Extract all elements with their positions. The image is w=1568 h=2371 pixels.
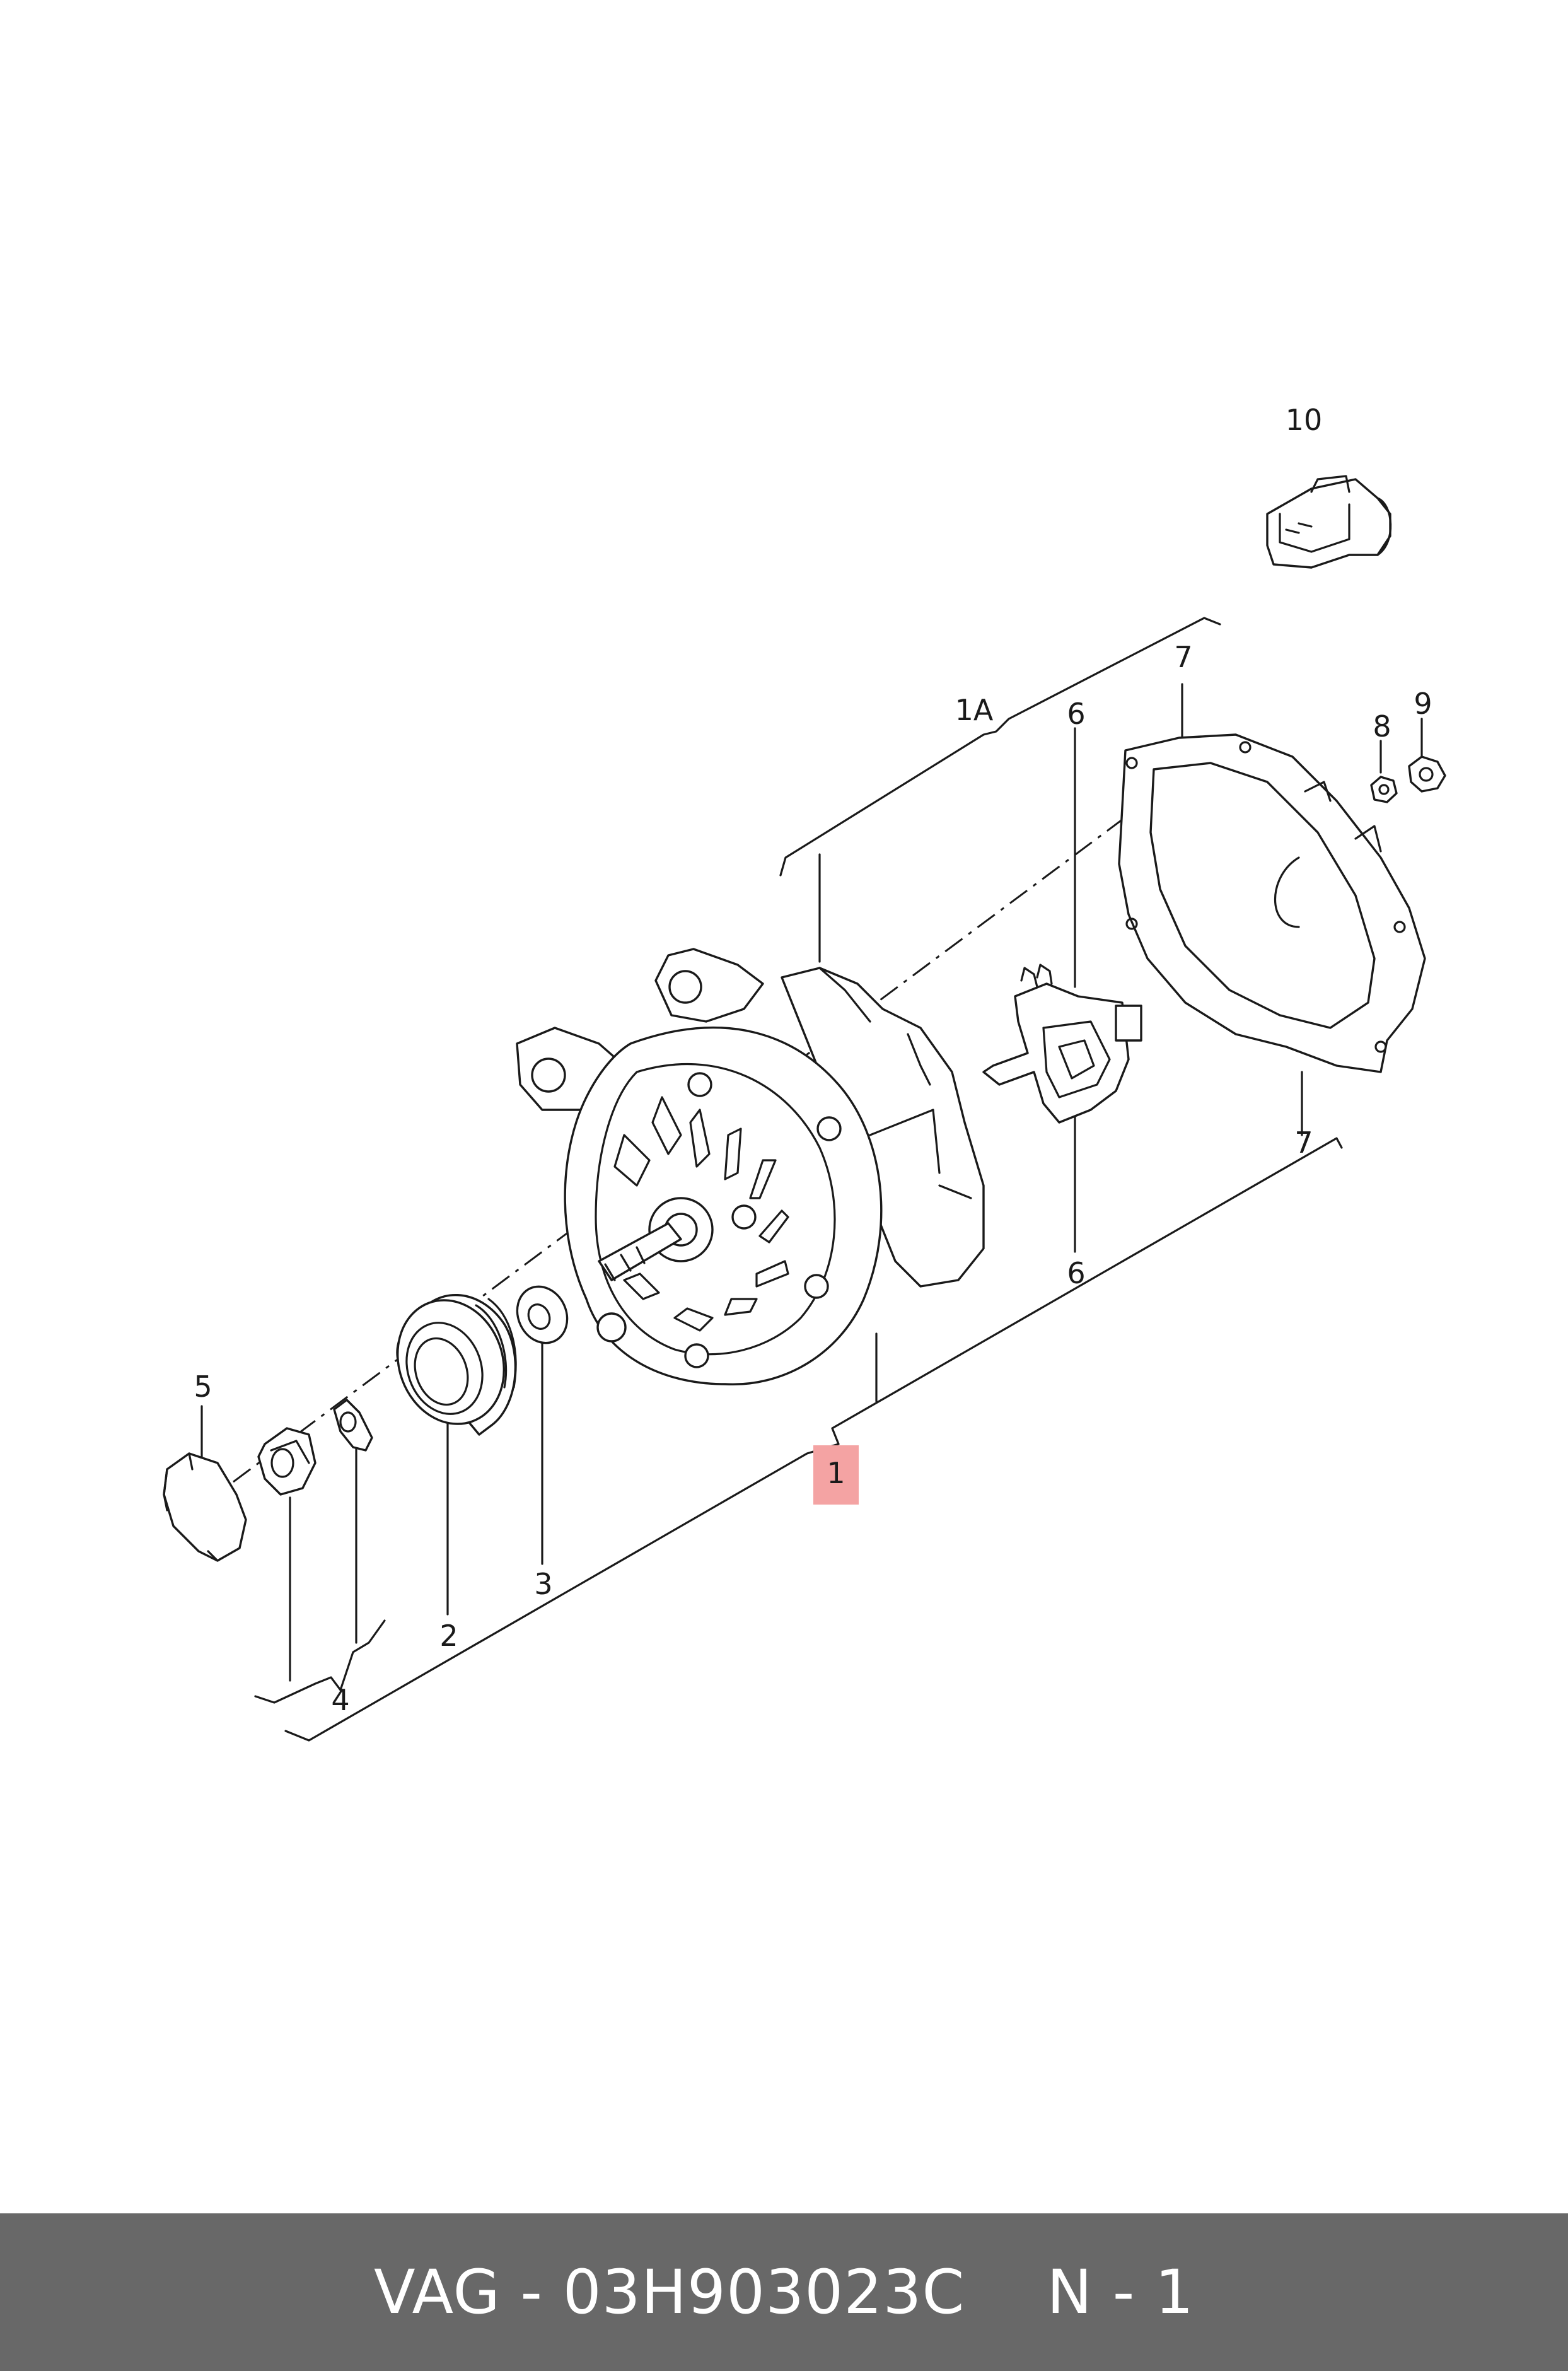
plug-connector-part xyxy=(1266,475,1392,569)
callout-7-bottom: 7 xyxy=(1294,1126,1313,1160)
callout-10: 10 xyxy=(1286,403,1323,437)
alternator-exploded-diagram: 1 1A 2 3 4 5 6 6 7 7 8 9 10 xyxy=(163,403,1446,1742)
callout-labels: 1 1A 2 3 4 5 6 6 7 7 8 9 10 xyxy=(194,403,1432,1717)
leader-lines xyxy=(200,617,1423,1742)
callout-1: 1 xyxy=(827,1456,845,1490)
callout-3: 3 xyxy=(534,1567,552,1601)
callout-1a: 1A xyxy=(955,693,994,727)
washer-nut-part xyxy=(257,1399,373,1496)
callout-8: 8 xyxy=(1373,709,1391,743)
rear-cover-part xyxy=(1118,733,1426,1073)
callout-5: 5 xyxy=(194,1370,212,1404)
part-number: VAG - 03H903023C xyxy=(374,2257,965,2327)
cap-part xyxy=(163,1452,247,1562)
small-washer-part xyxy=(1370,776,1398,803)
callout-7-top: 7 xyxy=(1174,640,1192,674)
callout-9: 9 xyxy=(1414,687,1432,721)
small-nut-part xyxy=(1408,755,1446,793)
callout-6-bottom: 6 xyxy=(1067,1256,1085,1290)
callout-1-highlight xyxy=(813,1445,859,1505)
spacer-washer-part xyxy=(516,1285,569,1344)
pulley-part xyxy=(396,1293,517,1436)
callout-6-top: 6 xyxy=(1067,697,1085,731)
quantity: N - 1 xyxy=(1047,2257,1194,2327)
callout-2: 2 xyxy=(439,1619,458,1653)
voltage-regulator-part xyxy=(982,964,1142,1124)
callout-4: 4 xyxy=(331,1683,349,1717)
footer-bar: VAG - 03H903023C N - 1 xyxy=(0,2213,1568,2371)
alternator-body-part xyxy=(516,948,985,1386)
